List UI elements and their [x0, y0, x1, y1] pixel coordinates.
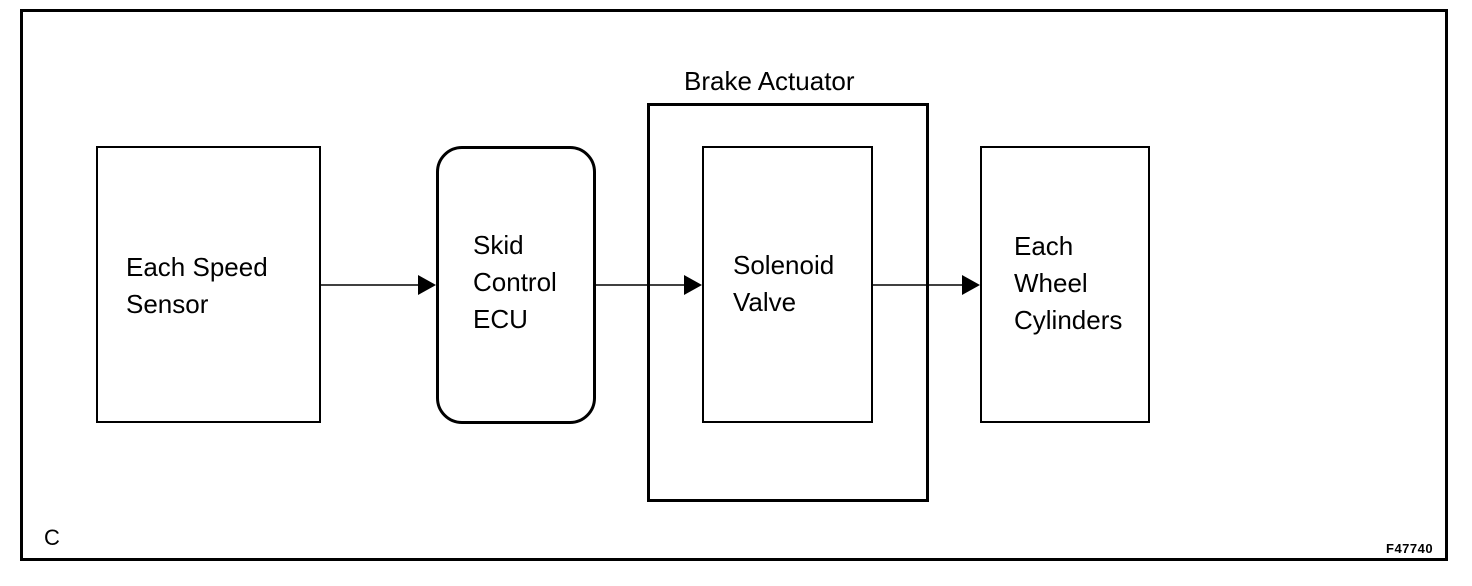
diagram-frame — [20, 9, 1448, 561]
skid-control-ecu-box — [436, 146, 596, 424]
speed-sensor-label: Each Speed Sensor — [126, 252, 268, 319]
speed-sensor-box — [96, 146, 321, 423]
corner-letter: C — [44, 525, 60, 550]
brake-actuator-title: Brake Actuator — [684, 66, 855, 96]
solenoid-valve-label: Solenoid Valve — [733, 250, 835, 317]
wheel-cylinders-label: Each Wheel Cylinders — [1014, 231, 1123, 335]
figure-code: F47740 — [1386, 541, 1434, 556]
wheel-cylinders-box — [980, 146, 1150, 423]
skid-control-ecu-label: Skid Control ECU — [473, 230, 557, 334]
solenoid-valve-box — [702, 146, 873, 423]
